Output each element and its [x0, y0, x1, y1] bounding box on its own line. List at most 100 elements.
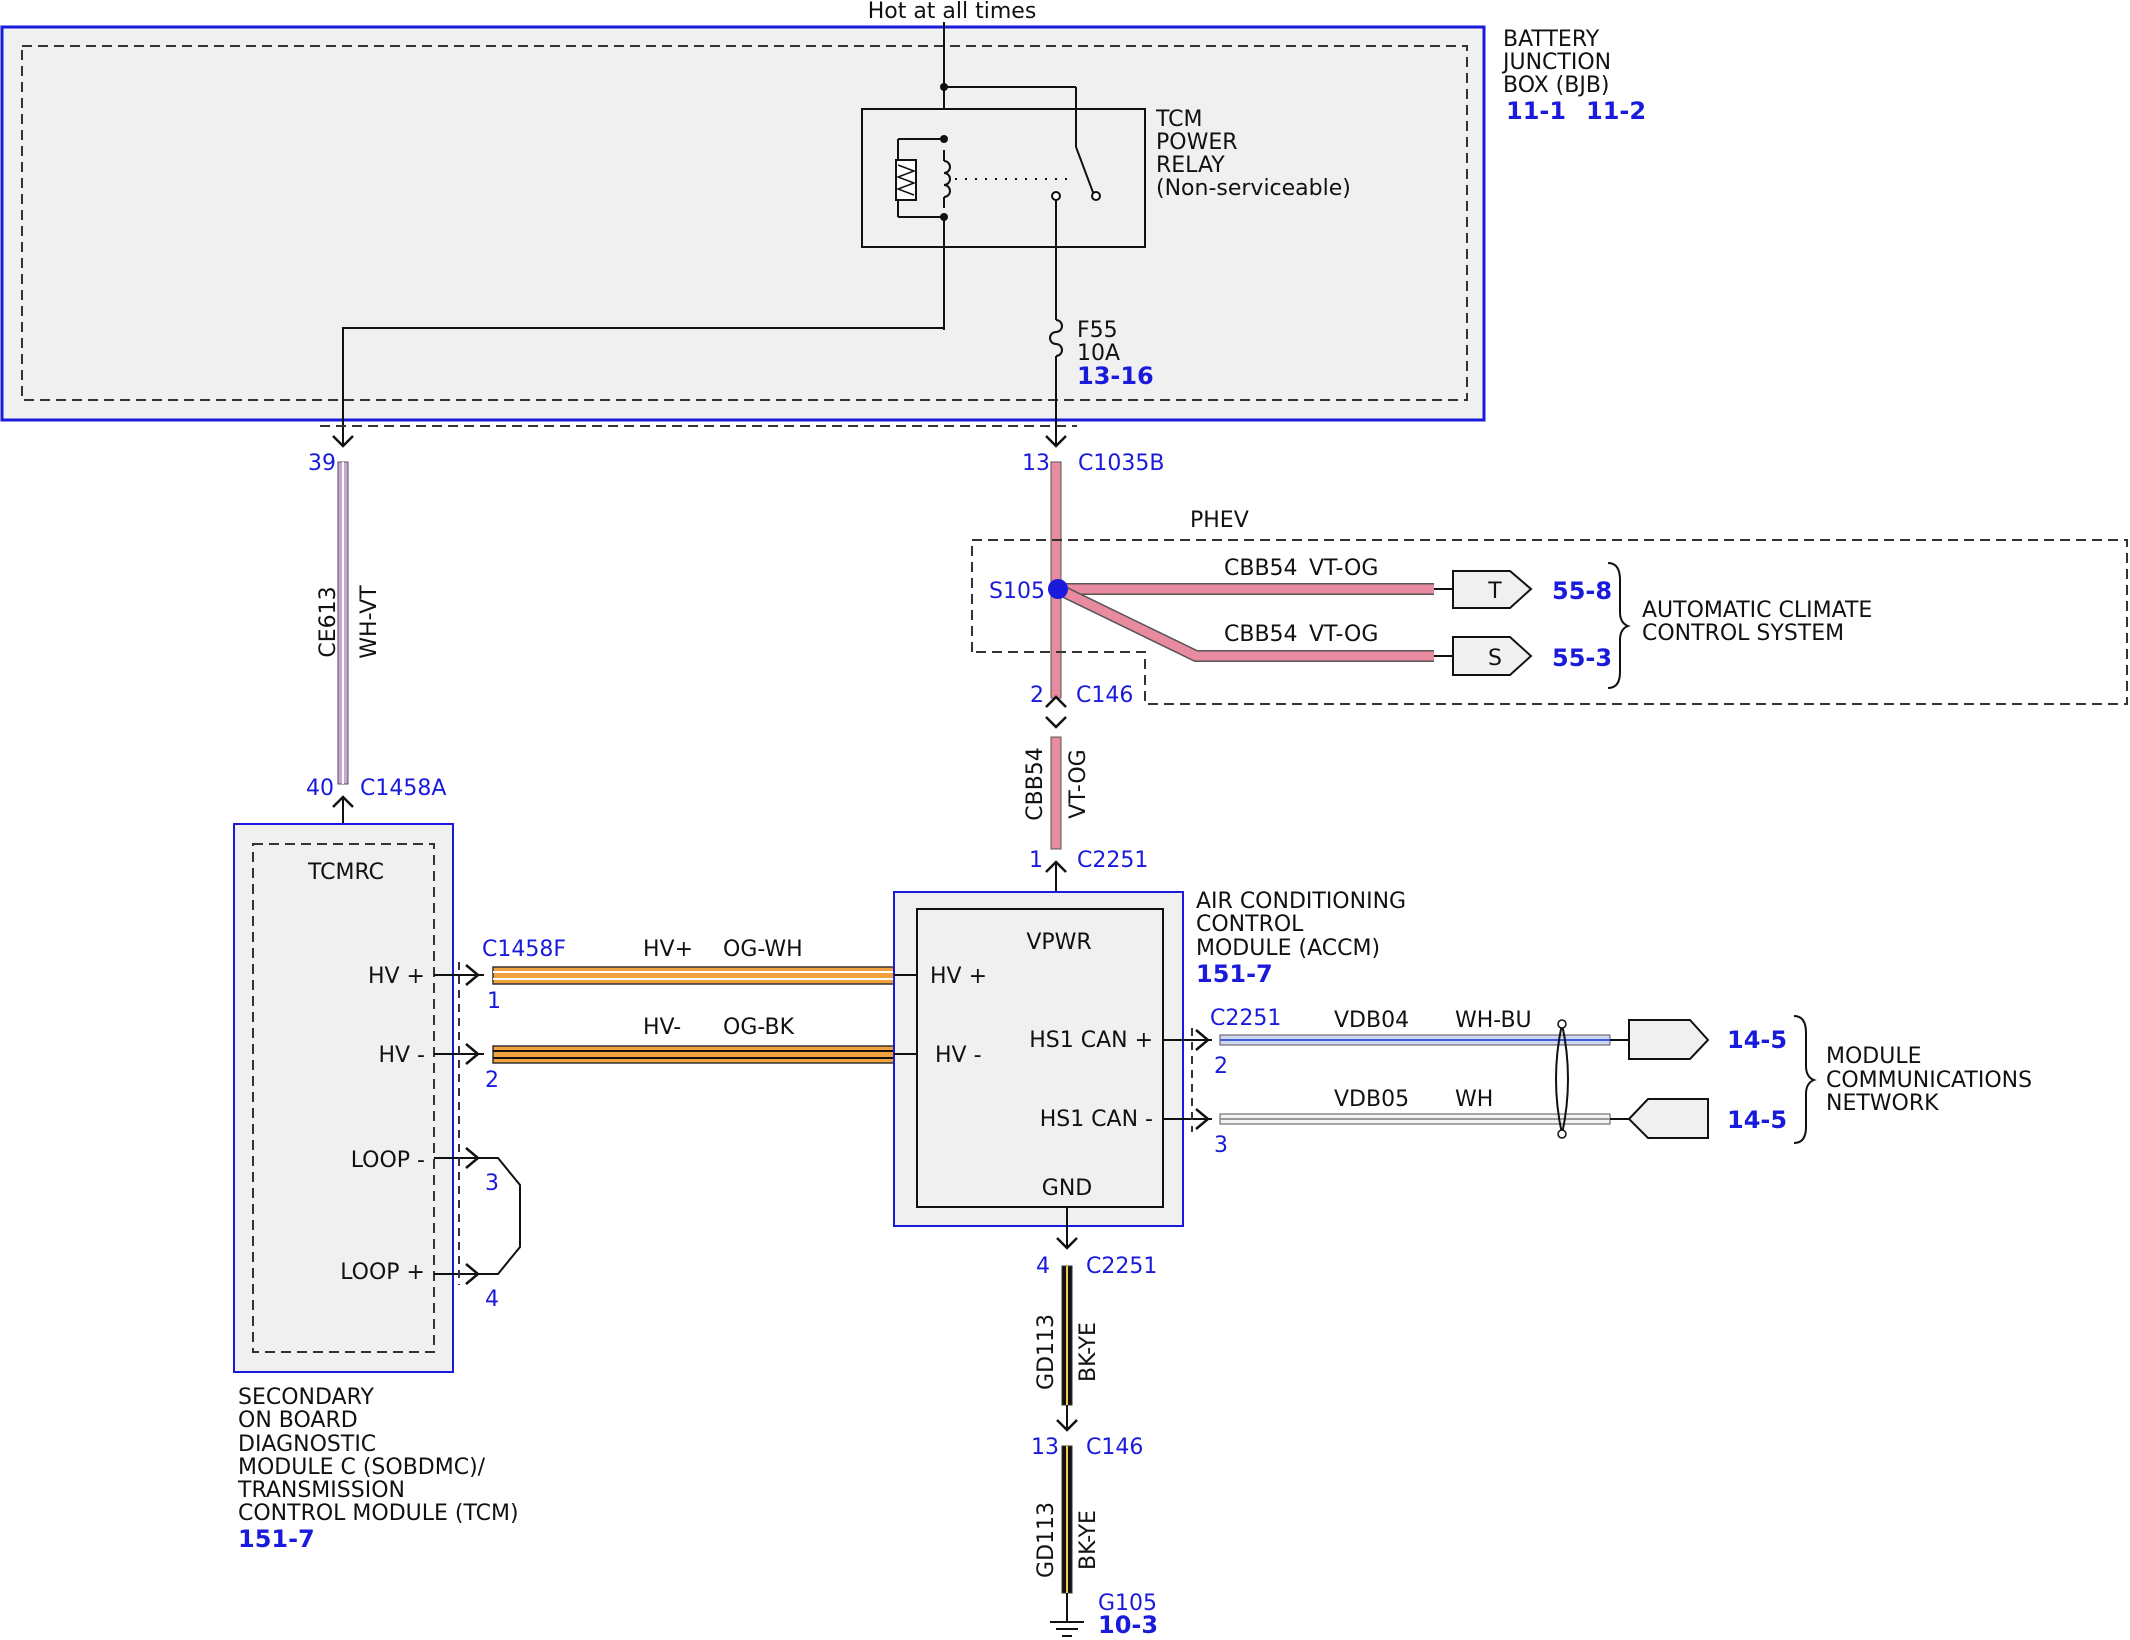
tcm-pin-loopp: LOOP + — [340, 1260, 425, 1285]
relay-switch-arm — [1075, 146, 1095, 196]
network-ref-canp[interactable]: 14-5 — [1727, 1026, 1787, 1054]
connector-c2251-gnd-arrow — [1056, 1237, 1078, 1250]
connector-c2251-can-pin2-arrow — [1195, 1029, 1210, 1051]
connector-c1458a-name: C1458A — [360, 776, 446, 801]
connector-c2251-gnd-name: C2251 — [1086, 1254, 1157, 1279]
fuse-ref[interactable]: 13-16 — [1077, 362, 1154, 390]
accm-name-line-2: CONTROL — [1196, 912, 1304, 937]
connector-c1458f-pin2-arrow — [465, 1043, 480, 1065]
connector-c2251-can-pin3: 3 — [1214, 1133, 1228, 1158]
wire-gd113-lower-color: BK-YE — [1076, 1510, 1101, 1570]
relay-name-line-2: POWER — [1156, 130, 1238, 155]
connector-c2251-vpwr-name: C2251 — [1077, 848, 1148, 873]
network-name-line-2: COMMUNICATIONS — [1826, 1068, 2032, 1093]
connector-c146-lower-arrow — [1056, 1419, 1078, 1432]
bjb-name-line-1: BATTERY — [1503, 27, 1600, 52]
ground-ref[interactable]: 10-3 — [1098, 1611, 1158, 1639]
connector-c2251-can-name: C2251 — [1210, 1006, 1281, 1031]
accm-pin-hvn: HV - — [935, 1043, 982, 1068]
twisted-pair-symbol — [1555, 1019, 1569, 1139]
wire-vdb04-circuit: VDB04 — [1334, 1008, 1409, 1033]
ref-55-3[interactable]: 55-3 — [1552, 644, 1612, 672]
tag-t-connector[interactable] — [1452, 570, 1533, 609]
wire-ce613-circuit: CE613 — [316, 586, 341, 657]
tcm-ref[interactable]: 151-7 — [238, 1525, 315, 1553]
connector-c1458f-pin1-arrow — [465, 964, 480, 986]
wire-hv-negative[interactable] — [492, 1045, 895, 1064]
tcm-pin-hvn: HV - — [378, 1043, 425, 1068]
accm-pin-hvp: HV + — [930, 964, 987, 989]
fuse-rating: 10A — [1077, 341, 1120, 366]
feed-label: Hot at all times — [868, 0, 1037, 24]
accm-pin-vpwr: VPWR — [1026, 930, 1091, 955]
wire-vdb05-circuit: VDB05 — [1334, 1087, 1409, 1112]
wire-gd113-upper-circuit: GD113 — [1034, 1314, 1059, 1390]
relay-output-wire — [342, 217, 945, 445]
connector-c146-lower-name: C146 — [1086, 1435, 1143, 1460]
wire-vdb04-color: WH-BU — [1455, 1008, 1532, 1033]
tcm-name-line-6: CONTROL MODULE (TCM) — [238, 1501, 519, 1526]
network-connector-canp[interactable] — [1628, 1019, 1710, 1060]
connector-c1458f-pin2: 2 — [485, 1068, 499, 1093]
bjb-ref-2[interactable]: 11-2 — [1586, 97, 1646, 125]
tcm-pin-loopn: LOOP - — [351, 1148, 425, 1173]
tcm-name-line-1: SECONDARY — [238, 1385, 374, 1410]
connector-c1035b-arrow — [1045, 435, 1067, 448]
tcm-name-line-3: DIAGNOSTIC — [238, 1432, 376, 1457]
wire-hv-positive[interactable] — [492, 966, 895, 985]
connector-c2251-can-pin2: 2 — [1214, 1054, 1228, 1079]
connector-c2251-can-pin3-arrow — [1195, 1108, 1210, 1130]
tag-s-connector[interactable] — [1452, 636, 1533, 676]
climate-brace — [1607, 562, 1631, 689]
network-connector-cann[interactable] — [1627, 1098, 1709, 1139]
connector-c1458f-pin4: 4 — [485, 1287, 499, 1312]
connector-39-pin: 39 — [308, 451, 336, 476]
network-ref-cann[interactable]: 14-5 — [1727, 1106, 1787, 1134]
connector-c1458f-name: C1458F — [482, 937, 566, 962]
tag-t-label: T — [1487, 579, 1502, 604]
wire-cbb54-circuit: CBB54 — [1023, 747, 1048, 821]
connector-c146-lower-pin: 13 — [1031, 1435, 1059, 1460]
wire-cbb54-t-color: VT-OG — [1309, 556, 1378, 581]
wire-cbb54-s-circuit: CBB54 — [1224, 622, 1298, 647]
network-name-line-3: NETWORK — [1826, 1091, 1939, 1116]
accm-name-line-3: MODULE (ACCM) — [1196, 936, 1380, 961]
wire-hvn-circuit: HV- — [643, 1015, 681, 1040]
accm-module[interactable] — [893, 891, 1184, 1227]
tcm-name-line-2: ON BOARD — [238, 1408, 358, 1433]
climate-system-line-2: CONTROL SYSTEM — [1642, 621, 1844, 646]
accm-pin-gnd: GND — [1042, 1176, 1092, 1201]
wire-gd113-lower-circuit: GD113 — [1034, 1502, 1059, 1578]
tcm-inner-label: TCMRC — [307, 860, 384, 885]
accm-pin-canp: HS1 CAN + — [1029, 1028, 1153, 1053]
wire-ce613-color: WH-VT — [357, 585, 382, 659]
bjb-ref-1[interactable]: 11-1 — [1506, 97, 1566, 125]
wire-hvp-color: OG-WH — [723, 937, 803, 962]
wire-cbb54-s-color: VT-OG — [1309, 622, 1378, 647]
wire-hvn-color: OG-BK — [723, 1015, 795, 1040]
accm-ref[interactable]: 151-7 — [1196, 960, 1273, 988]
tcm-power-relay — [861, 83, 1146, 248]
ground-symbol — [1050, 1621, 1084, 1637]
wire-cbb54-lower[interactable] — [1050, 736, 1062, 850]
connector-39-arrow — [332, 435, 354, 448]
accm-pin-cann: HS1 CAN - — [1040, 1107, 1153, 1132]
tcm-module[interactable] — [233, 823, 454, 1373]
connector-c146-upper-arrow — [1045, 695, 1067, 708]
ref-55-8[interactable]: 55-8 — [1552, 577, 1612, 605]
relay-name-line-4: (Non-serviceable) — [1156, 176, 1351, 201]
tag-s-label: S — [1488, 646, 1502, 671]
tcm-name-line-5: TRANSMISSION — [237, 1478, 405, 1503]
connector-c1035b-pin: 13 — [1022, 451, 1050, 476]
accm-name-line-1: AIR CONDITIONING — [1196, 889, 1406, 914]
splice-s105-label: S105 — [989, 579, 1045, 604]
connector-c1035b-name: C1035B — [1078, 451, 1164, 476]
tcm-name-line-4: MODULE C (SOBDMC)/ — [238, 1455, 486, 1480]
relay-name-line-3: RELAY — [1156, 153, 1225, 178]
wire-cbb54-color: VT-OG — [1066, 749, 1091, 818]
relay-name-line-1: TCM — [1155, 107, 1203, 132]
connector-c1458f-pin3: 3 — [485, 1171, 499, 1196]
phev-region — [971, 539, 2128, 705]
connector-c2251-gnd-pin: 4 — [1036, 1254, 1050, 1279]
